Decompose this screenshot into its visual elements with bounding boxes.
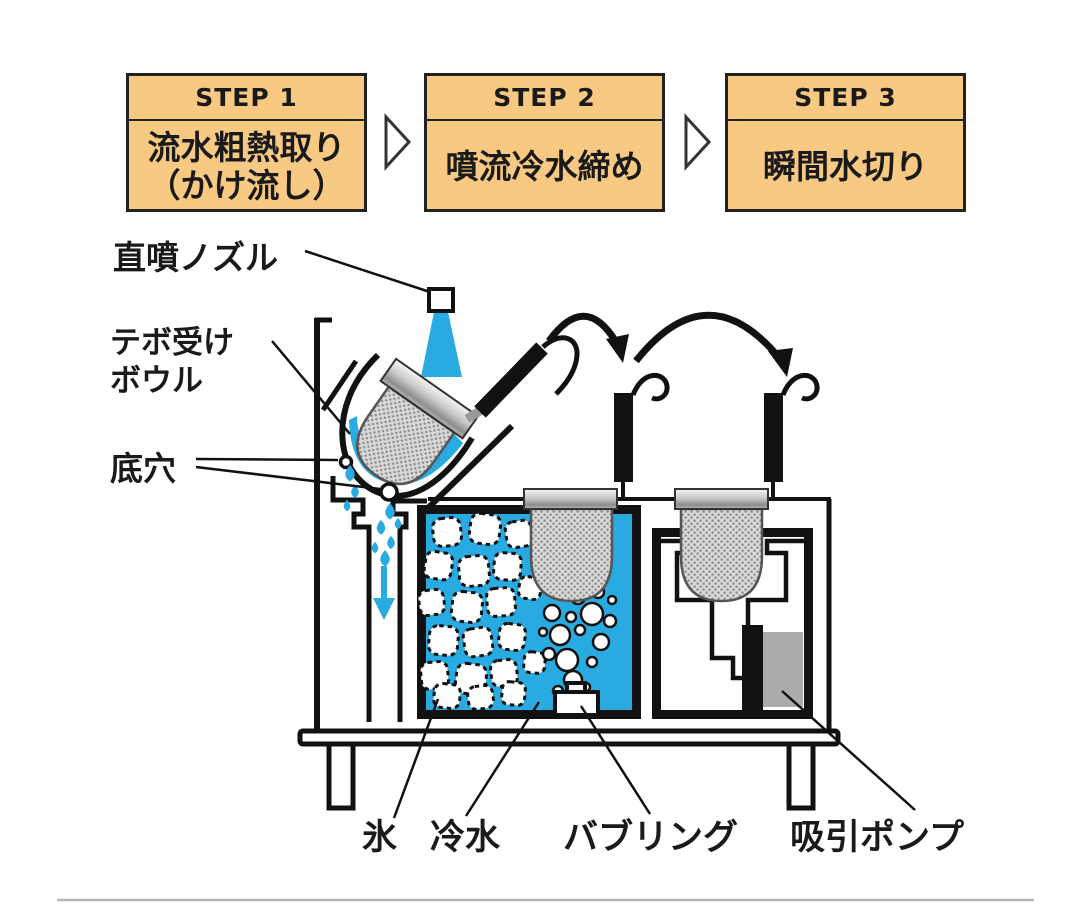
strainer-handle [614,393,633,482]
rinse-station [338,287,580,620]
step-3-header: STEP 3 [728,76,963,121]
strainer-rim [379,357,480,440]
holder-slant-wall [426,423,515,510]
transfer-arrows [546,311,793,377]
step-3-line1: 瞬間水切り [763,146,928,186]
label-bottom-holes: 底穴 [110,449,176,488]
drain-funnel-left [330,476,372,722]
holder-bracket [320,359,359,412]
label-cold-water: 冷水 [430,818,501,858]
handle-hook-icon [630,372,670,402]
leader-bowl [271,340,351,435]
label-suction-pump: 吸引ポンプ [790,817,964,858]
draining-strainer [679,507,764,603]
step-2-line1: 噴流冷水締め [445,146,644,186]
draining-tank [652,372,820,719]
transfer-arrow-icon [546,312,619,344]
step-arrow-icon [384,113,412,171]
bottom-hole [338,454,354,470]
leader-pump [781,690,916,811]
spray-nozzle [427,287,455,313]
suction-pump [763,632,803,707]
step-arrow-icon [684,113,712,171]
counter-top [297,728,841,747]
flow-down-arrowhead-icon [373,598,395,620]
step-box-1: STEP 1 流水粗熱取り （かけ流し） [126,73,367,212]
strainer-rim [674,488,769,510]
leader-bubbling [579,705,652,815]
step-2-header: STEP 2 [427,76,662,121]
pump-duct [742,625,763,715]
counter [297,728,841,811]
step-1-body: 流水粗熱取り （かけ流し） [129,121,364,212]
label-receiver-bowl-1: テボ受け [110,325,234,361]
receiver-bowl [339,352,475,500]
step-box-2: STEP 2 噴流冷水締め [424,73,665,212]
step-arrow-icons [384,113,712,171]
leader-ice [392,698,440,819]
tilted-strainer [356,357,480,486]
step-1-header: STEP 1 [129,76,364,121]
handle-hook-icon [780,372,820,402]
step-2-body: 噴流冷水締め [427,121,662,212]
strainer-handle [764,393,783,482]
handle-hook-icon [541,335,580,396]
bottom-hole [379,482,399,502]
right-leg [786,741,816,811]
step-3-body: 瞬間水切り [728,121,963,212]
label-receiver-bowl-2: ボウル [110,363,203,399]
step-1-line1: 流水粗熱取り [147,128,346,168]
transfer-arrow-icon [633,311,784,364]
leader-hole-1 [195,457,339,462]
label-nozzle: 直噴ノズル [113,238,278,277]
leader-hole-2 [195,465,381,491]
submerged-strainer [529,507,614,603]
step-1-line2: （かけ流し） [147,165,346,205]
strainer-rim [523,488,618,510]
strainer-handle [474,342,548,418]
label-bubbling: バブリング [563,817,738,858]
bubbler-unit [553,690,600,717]
label-ice: 氷 [362,818,398,858]
strainer-basket [356,384,457,486]
leader-lines [195,249,916,819]
spray-cone-icon [421,312,462,377]
leader-cold-water [464,701,541,817]
leader-nozzle [304,249,431,294]
step-box-3: STEP 3 瞬間水切り [725,73,966,212]
left-leg [326,741,356,811]
ice-water-tank [416,372,670,719]
